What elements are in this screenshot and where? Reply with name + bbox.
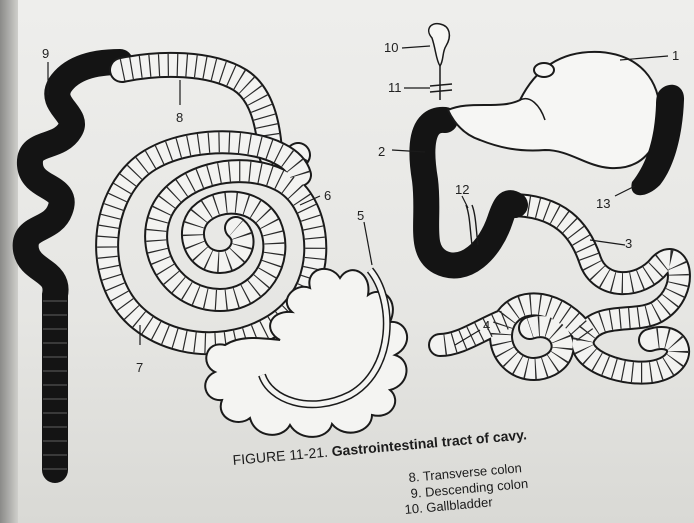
label-7: 7 <box>136 360 143 375</box>
label-6: 6 <box>324 188 331 203</box>
label-2: 2 <box>378 144 385 159</box>
label-1: 1 <box>672 48 679 63</box>
gallbladder <box>429 24 450 66</box>
esophagus-opening <box>534 63 554 77</box>
label-12: 12 <box>455 182 469 197</box>
label-5: 5 <box>357 208 364 223</box>
label-9: 9 <box>42 46 49 61</box>
label-11: 11 <box>388 80 402 95</box>
label-8: 8 <box>176 110 183 125</box>
label-13: 13 <box>596 196 610 211</box>
label-10: 10 <box>384 40 398 55</box>
label-3: 3 <box>625 236 632 251</box>
label-4: 4 <box>483 318 490 333</box>
duct-ligatures <box>430 84 452 92</box>
